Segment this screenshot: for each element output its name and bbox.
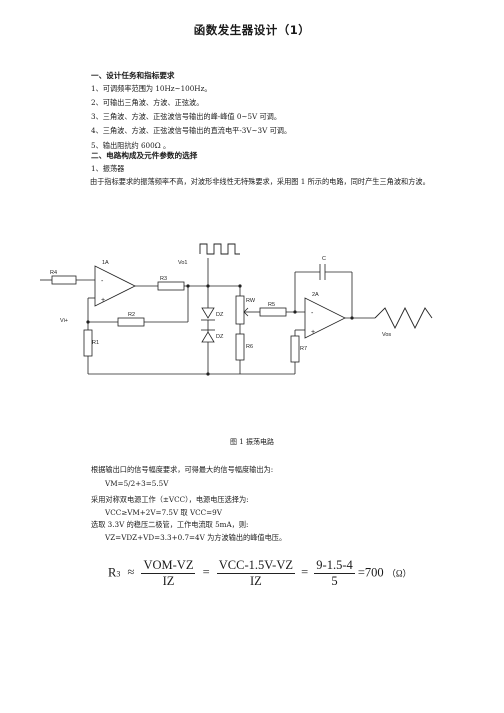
formula-approx: ≈ [127, 565, 135, 580]
potentiometer-rw [235, 295, 245, 325]
calc-line-4: VCC≥VM+2V=7.5V 取 VCC=9V [105, 508, 222, 517]
formula-denominator-2: IZ [249, 574, 262, 588]
oscillator-paragraph: 由于指标要求的振荡频率不高，对波形非线性无特殊要求，采用图 1 所示的电路，同时… [90, 177, 430, 186]
label-r2: R2 [128, 312, 135, 318]
requirement-item-1: 1、可调频率范围为 10Hz~100Hz。 [91, 84, 212, 93]
formula-numerator-3: 9-1.5-4 [314, 558, 355, 574]
label-op2-minus: - [311, 310, 314, 317]
resistor-r5 [259, 307, 287, 317]
formula-equals-1: = [202, 565, 210, 580]
formula-r3: R [108, 565, 117, 580]
label-r5: R5 [268, 302, 275, 308]
formula-r3-sub: 3 [116, 569, 121, 579]
r3-formula: R3 ≈ VOM-VZ IZ = VCC-1.5V-VZ IZ = 9-1.5-… [108, 558, 412, 589]
resistor-r6 [235, 333, 245, 361]
label-r1: R1 [92, 340, 99, 346]
label-op2-plus: + [311, 329, 315, 336]
label-vo1: Vo1 [178, 260, 187, 266]
requirement-item-5: 5、输出阻抗约 600Ω 。 [91, 141, 171, 150]
formula-numerator-1: VOM-VZ [141, 558, 196, 574]
label-r4: R4 [50, 270, 57, 276]
requirement-item-3: 3、三角波、方波、正弦波信号输出的峰-峰值 0~5V 可调。 [91, 112, 282, 121]
resistor-r1 [83, 329, 93, 357]
requirement-item-2: 2、可输出三角波、方波、正弦波。 [91, 98, 204, 107]
requirement-item-4: 4、三角波、方波、正弦波信号输出的直流电平-3V~3V 可调。 [91, 126, 292, 135]
label-vi: Vi+ [60, 318, 68, 324]
label-dz1: DZ [216, 312, 224, 318]
label-dz2: DZ [216, 334, 224, 340]
label-c: C [322, 256, 326, 262]
label-op1: 1A [102, 260, 109, 266]
calc-line-2: VM=5/2+3=5.5V [105, 479, 169, 488]
formula-unit: （Ω） [386, 568, 412, 579]
label-op1-plus: + [101, 297, 105, 304]
formula-denominator-1: IZ [162, 574, 175, 588]
square-wave-icon [199, 243, 240, 255]
label-r3: R3 [160, 276, 167, 282]
calc-line-1: 根据输出口的信号幅度要求，可得最大的信号幅度输出为: [91, 465, 274, 474]
resistor-r7 [290, 335, 300, 363]
opamp-1a [94, 265, 136, 307]
formula-numerator-2: VCC-1.5V-VZ [216, 558, 295, 574]
calc-line-3: 采用对称双电源工作（±VCC），电源电压选择为: [91, 495, 249, 504]
oscillator-circuit-diagram: R4 1A - + Vo1 R3 RW R5 C 2A - + Vi+ R2 D… [40, 243, 433, 376]
label-op1-minus: - [101, 278, 104, 285]
formula-equals-2: = [301, 565, 309, 580]
label-r6: R6 [246, 344, 253, 350]
formula-result: =700 [357, 565, 384, 580]
resistor-r3 [157, 281, 185, 291]
section-1-heading: 一、设计任务和指标要求 [91, 71, 175, 80]
triangle-wave-icon [374, 306, 433, 330]
label-r7: R7 [300, 346, 307, 352]
zener-dz2 [201, 331, 215, 343]
figure-caption: 图 1 振荡电路 [230, 438, 274, 446]
opamp-2a [304, 297, 346, 339]
resistor-r4 [51, 275, 77, 285]
subsection-oscillator: 1、振荡器 [91, 164, 125, 173]
document-title: 函数发生器设计（1） [193, 23, 311, 37]
zener-dz1 [201, 307, 215, 319]
calc-line-5: 选取 3.3V 的稳压二极管，工作电流取 5mA，则: [91, 520, 249, 529]
label-op2: 2A [312, 292, 319, 298]
calc-line-6: VZ=VDZ+VD=3.3+0.7=4V 为方波输出的峰值电压。 [105, 533, 287, 542]
section-2-heading: 二、电路构成及元件参数的选择 [91, 151, 198, 160]
formula-denominator-3: 5 [331, 574, 338, 588]
label-vos: Vos [382, 332, 391, 338]
label-rw: RW [246, 298, 256, 304]
resistor-r2 [117, 317, 145, 327]
